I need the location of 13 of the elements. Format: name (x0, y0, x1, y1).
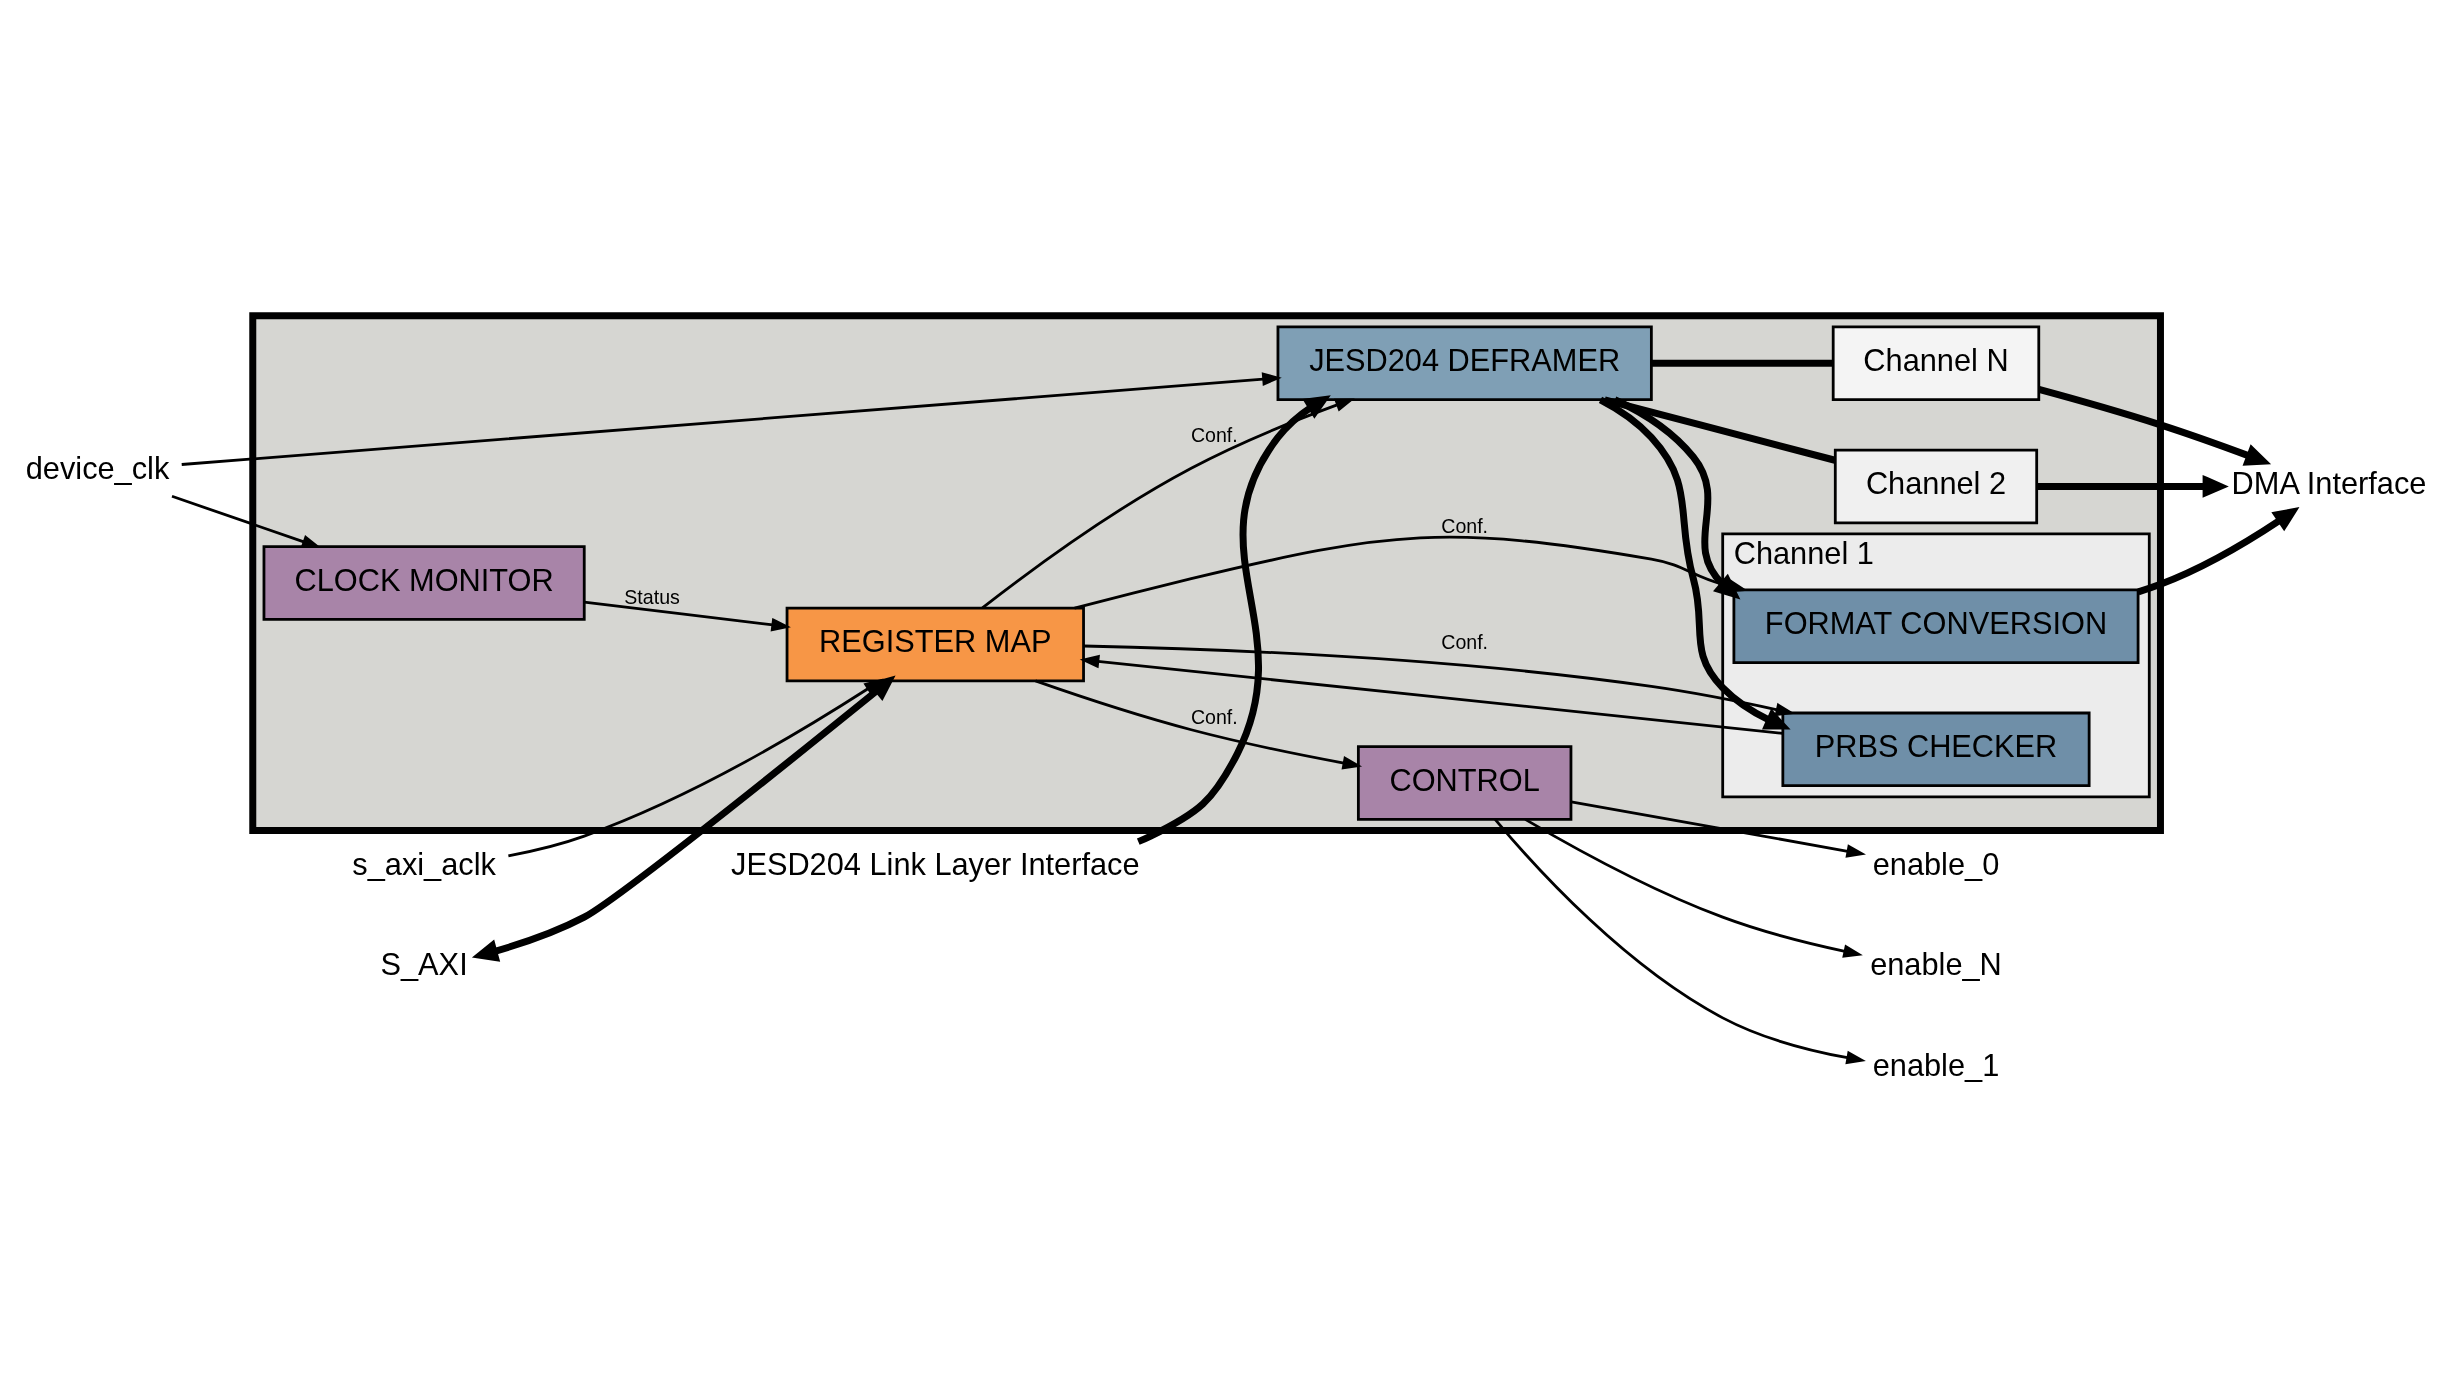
node-text: JESD204 Link Layer Interface (731, 846, 1140, 882)
node-text: enable_1 (1872, 1048, 2000, 1084)
edge-label: Conf. (1190, 423, 1238, 446)
edge-label: Conf. (1441, 630, 1489, 653)
node-text: enable_0 (1872, 846, 2000, 882)
edge-label: Conf. (1441, 514, 1489, 537)
node-text: device_clk (25, 450, 170, 486)
node-text: DMA Interface (2231, 466, 2427, 502)
edge-label: Conf. (1190, 706, 1238, 729)
node-text: S_AXI (380, 947, 468, 983)
node-text: s_axi_aclk (352, 846, 496, 882)
edge-label: Status (624, 586, 680, 609)
node-text: enable_N (1870, 947, 2002, 983)
